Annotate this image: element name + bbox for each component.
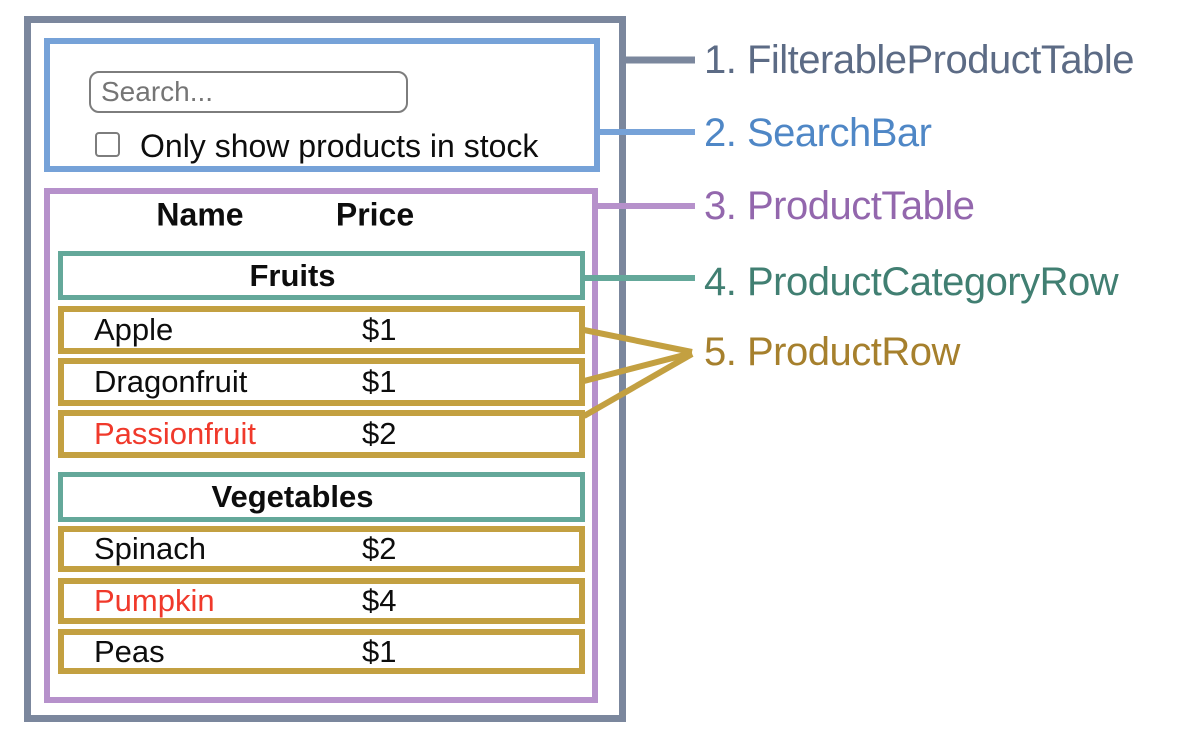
category-label: Vegetables	[211, 479, 374, 514]
in-stock-checkbox[interactable]	[95, 132, 120, 157]
product-price: $2	[362, 416, 397, 451]
legend-product-row: 5. ProductRow	[704, 330, 960, 374]
product-price: $4	[362, 583, 397, 618]
legend-search-bar: 2. SearchBar	[704, 111, 932, 155]
category-label: Fruits	[249, 257, 336, 293]
product-row: Peas $1	[58, 629, 585, 674]
product-row: Spinach $2	[58, 526, 585, 572]
column-header-name: Name	[156, 196, 244, 233]
product-row: Pumpkin $4	[58, 578, 585, 624]
legend-product-category-row: 4. ProductCategoryRow	[704, 260, 1119, 304]
product-price: $1	[362, 633, 397, 669]
search-input[interactable]	[89, 71, 408, 113]
category-row-vegetables: Vegetables	[58, 472, 585, 522]
legend-product-table: 3. ProductTable	[704, 184, 975, 228]
in-stock-checkbox-label: Only show products in stock	[140, 128, 539, 164]
product-row: Apple $1	[58, 306, 585, 354]
product-name: Spinach	[94, 531, 207, 566]
legend-filterable-product-table: 1. FilterableProductTable	[704, 38, 1134, 82]
product-price: $2	[362, 531, 397, 566]
product-row: Dragonfruit $1	[58, 358, 585, 406]
product-row: Passionfruit $2	[58, 410, 585, 458]
product-name: Peas	[94, 633, 165, 669]
column-header-price: Price	[335, 196, 415, 233]
product-price: $1	[362, 364, 397, 399]
product-name: Apple	[94, 312, 174, 347]
product-price: $1	[362, 312, 397, 347]
category-row-fruits: Fruits	[58, 251, 585, 300]
product-name: Passionfruit	[94, 416, 256, 451]
product-name: Dragonfruit	[94, 364, 248, 399]
product-name: Pumpkin	[94, 583, 215, 618]
